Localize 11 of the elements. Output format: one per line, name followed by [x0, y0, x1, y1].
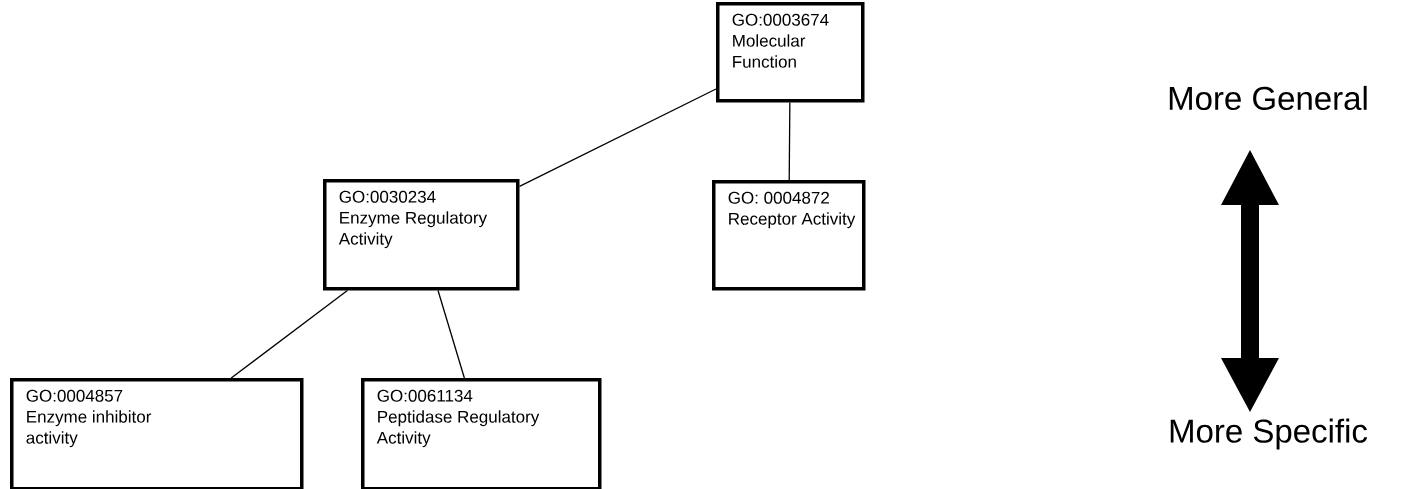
scale-label: More Specific [1170, 418, 1368, 450]
term-box: GO:0004857 Enzyme inhibitor activity [10, 378, 304, 489]
connector-line [788, 101, 791, 181]
connector-line [230, 289, 349, 379]
connector-line [437, 289, 465, 379]
term-box: GO:0061134 Peptidase Regulatory Activity [361, 378, 602, 489]
term-box: GO:0030234 Enzyme Regulatory Activity [323, 179, 520, 291]
term-box: GO:0003674 Molecular Function [716, 2, 865, 103]
term-box: GO: 0004872 Receptor Activity [712, 180, 866, 291]
connector-line [518, 88, 717, 187]
scale-label: More General [1169, 85, 1367, 111]
